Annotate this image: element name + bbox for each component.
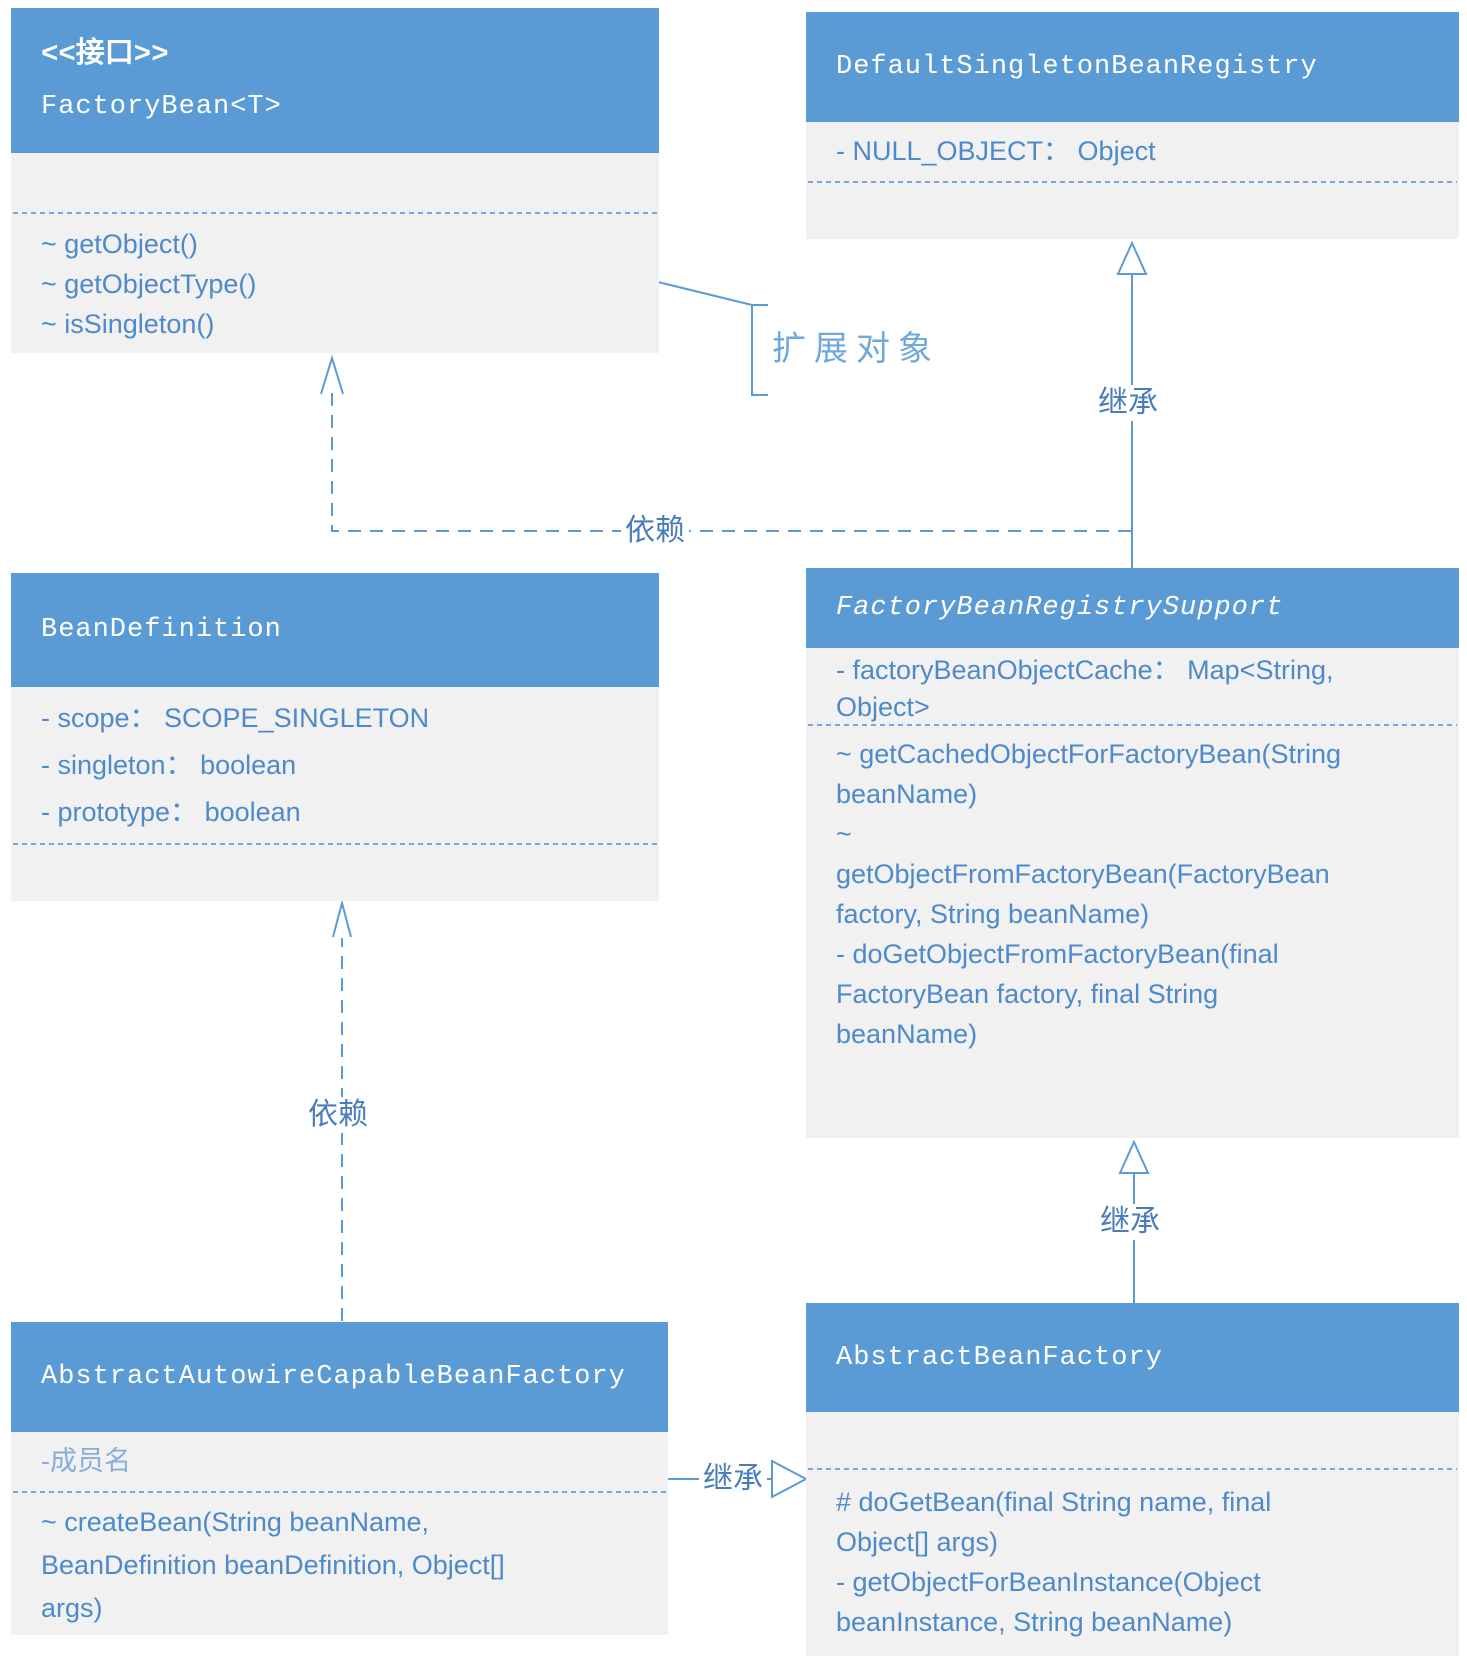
dependency-line-top bbox=[331, 392, 1131, 532]
attributes-section bbox=[11, 153, 659, 212]
class-stereotype: <<接口>> bbox=[41, 37, 169, 71]
class-box-beandefinition: BeanDefinition - scope： SCOPE_SINGLETON … bbox=[11, 573, 659, 901]
class-title: FactoryBean<T> bbox=[41, 91, 282, 122]
class-box-abstractbeanfactory: AbstractBeanFactory # doGetBean(final St… bbox=[806, 1303, 1459, 1656]
section-divider bbox=[13, 1491, 666, 1493]
attributes-section: - NULL_OBJECT： Object bbox=[836, 136, 1156, 166]
attributes-section: -成员名 bbox=[41, 1446, 131, 1476]
class-box-factorybean: <<接口>> FactoryBean<T> ~ getObject() ~ ge… bbox=[11, 8, 659, 353]
methods-section: ~ getObject() ~ getObjectType() ~ isSing… bbox=[41, 229, 257, 339]
class-box-abstractautowirecapablebeanfactory: AbstractAutowireCapableBeanFactory -成员名 … bbox=[11, 1322, 668, 1635]
class-header: FactoryBeanRegistrySupport bbox=[806, 568, 1459, 648]
class-body: # doGetBean(final String name, final Obj… bbox=[806, 1412, 1459, 1642]
inheritance-label-top-right: 继承 bbox=[1094, 385, 1162, 421]
class-title: AbstractBeanFactory bbox=[836, 1342, 1163, 1373]
attributes-section: - factoryBeanObjectCache： Map<String, Ob… bbox=[836, 655, 1334, 722]
class-header: AbstractAutowireCapableBeanFactory bbox=[11, 1322, 668, 1432]
dependency-open-arrowhead-top bbox=[320, 354, 344, 395]
note-callout-line bbox=[657, 281, 753, 306]
class-title: DefaultSingletonBeanRegistry bbox=[836, 52, 1318, 82]
class-header: DefaultSingletonBeanRegistry bbox=[806, 12, 1459, 122]
class-box-defaultsingletonbeanregistry: DefaultSingletonBeanRegistry - NULL_OBJE… bbox=[806, 12, 1459, 239]
inheritance-label-mid-right: 继承 bbox=[1096, 1204, 1164, 1240]
inheritance-label-bottom: 继承 bbox=[699, 1461, 767, 1497]
dependency-open-arrowhead-left bbox=[332, 899, 352, 938]
methods-section: ~ getCachedObjectForFactoryBean(String b… bbox=[836, 739, 1341, 1049]
note-callout-bracket bbox=[751, 304, 768, 396]
inheritance-triangle-mid-right bbox=[1118, 1139, 1150, 1174]
inheritance-triangle-top-right bbox=[1116, 240, 1148, 275]
class-box-factorybeanregistrysupport: FactoryBeanRegistrySupport - factoryBean… bbox=[806, 568, 1459, 1138]
class-body: -成员名 ~ createBean(String beanName, BeanD… bbox=[11, 1432, 668, 1630]
class-title: AbstractAutowireCapableBeanFactory bbox=[41, 1362, 626, 1392]
methods-section bbox=[806, 183, 1459, 237]
class-title: FactoryBeanRegistrySupport bbox=[836, 593, 1284, 623]
section-divider bbox=[808, 181, 1457, 183]
section-divider bbox=[13, 212, 657, 214]
methods-section: ~ createBean(String beanName, BeanDefini… bbox=[41, 1507, 505, 1623]
class-header: <<接口>> FactoryBean<T> bbox=[11, 8, 659, 153]
section-divider bbox=[808, 724, 1457, 726]
class-body: ~ getObject() ~ getObjectType() ~ isSing… bbox=[11, 153, 659, 344]
section-divider bbox=[808, 1468, 1457, 1470]
inheritance-triangle-bottom bbox=[771, 1459, 809, 1499]
class-body: - scope： SCOPE_SINGLETON - singleton： bo… bbox=[11, 687, 659, 899]
methods-section: # doGetBean(final String name, final Obj… bbox=[836, 1487, 1272, 1637]
class-body: - NULL_OBJECT： Object bbox=[806, 122, 1459, 237]
methods-section bbox=[11, 845, 659, 899]
class-header: BeanDefinition bbox=[11, 573, 659, 687]
dependency-label-top: 依赖 bbox=[621, 513, 689, 549]
attributes-section bbox=[806, 1412, 1459, 1468]
attributes-section: - scope： SCOPE_SINGLETON - singleton： bo… bbox=[41, 703, 430, 827]
class-body: - factoryBeanObjectCache： Map<String, Ob… bbox=[806, 648, 1459, 1054]
class-title: BeanDefinition bbox=[41, 615, 282, 645]
class-header: AbstractBeanFactory bbox=[806, 1303, 1459, 1412]
dependency-label-left: 依赖 bbox=[304, 1097, 372, 1133]
section-divider bbox=[13, 843, 657, 845]
note-label-extension-object: 扩展对象 bbox=[772, 330, 940, 368]
